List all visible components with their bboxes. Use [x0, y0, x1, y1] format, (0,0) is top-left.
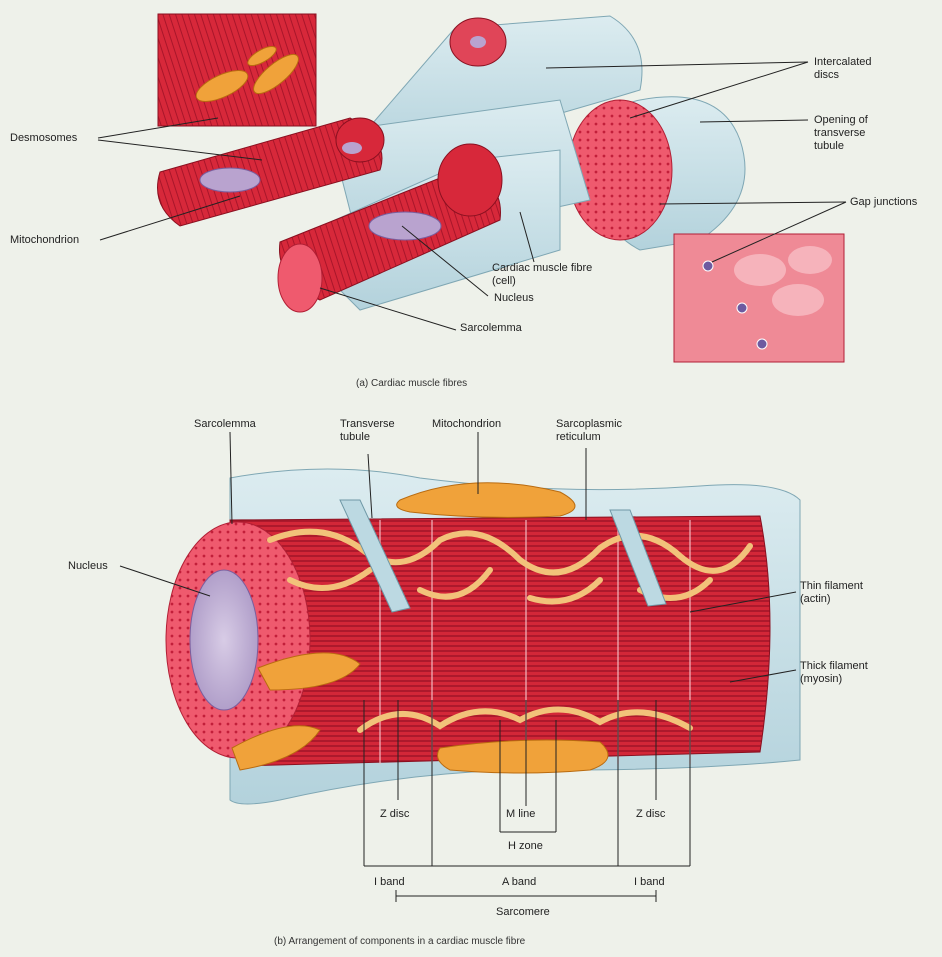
label-h-zone: H zone [508, 840, 543, 853]
label-mitochondrion-b: Mitochondrion [432, 418, 501, 431]
label-transverse-tubule: Transverse tubule [340, 418, 395, 444]
label-cardiac-muscle-fibre: Cardiac muscle fibre (cell) [492, 262, 592, 288]
label-intercalated-discs: Intercalated discs [814, 56, 871, 82]
label-thick-filament: Thick filament (myosin) [800, 660, 868, 686]
label-sarcolemma-b: Sarcolemma [194, 418, 256, 431]
label-a-band: A band [502, 876, 536, 889]
label-sarcomere: Sarcomere [496, 906, 550, 919]
label-i-band-right: I band [634, 876, 665, 889]
intercalated-disc-cut [568, 97, 745, 250]
label-opening-transverse-tubule: Opening of transverse tubule [814, 114, 868, 153]
label-m-line: M line [506, 808, 535, 821]
label-gap-junctions: Gap junctions [850, 196, 917, 209]
label-thin-filament: Thin filament (actin) [800, 580, 863, 606]
inset-myofibril [158, 14, 316, 126]
label-i-band-left: I band [374, 876, 405, 889]
label-desmosomes: Desmosomes [10, 132, 77, 145]
caption-panel-a: (a) Cardiac muscle fibres [356, 378, 467, 389]
label-sarcolemma-a: Sarcolemma [460, 322, 522, 335]
label-nucleus-a: Nucleus [494, 292, 534, 305]
label-mitochondrion-a: Mitochondrion [10, 234, 79, 247]
label-z-disc-left: Z disc [380, 808, 409, 821]
caption-panel-b: (b) Arrangement of components in a cardi… [274, 936, 525, 947]
label-nucleus-b: Nucleus [68, 560, 108, 573]
label-sarcoplasmic-reticulum: Sarcoplasmic reticulum [556, 418, 622, 444]
inset-gap-junctions [674, 234, 844, 362]
label-z-disc-right: Z disc [636, 808, 665, 821]
